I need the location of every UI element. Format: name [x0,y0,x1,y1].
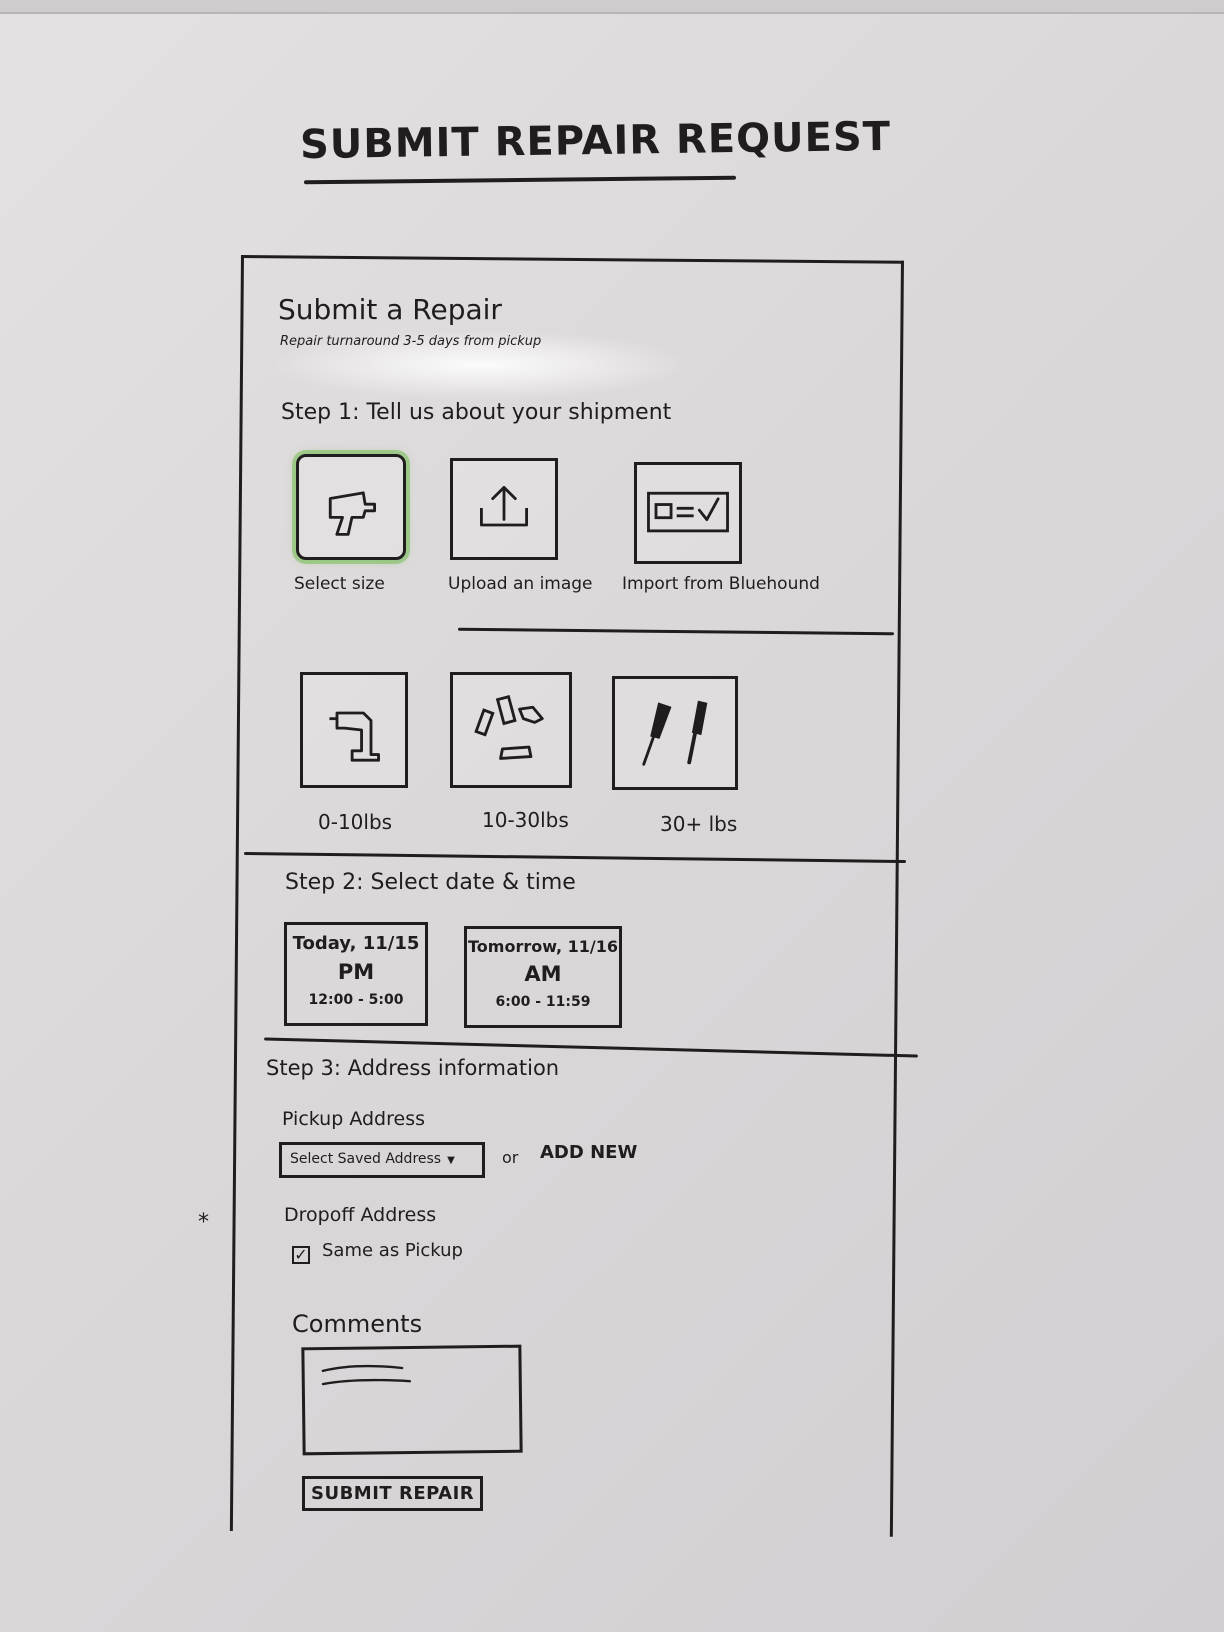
method-label-select-size: Select size [294,574,385,594]
time-slot-today[interactable]: Today, 11/15 PM 12:00 - 5:00 [284,922,428,1026]
time-slot-period: PM [337,960,375,984]
time-slot-day: Tomorrow, 11/16 [468,937,618,956]
size-0-10-tile[interactable] [300,672,408,788]
whiteboard-glare [270,330,690,400]
chevron-down-icon: ▼ [447,1155,455,1166]
size-30-plus-tile[interactable] [612,676,738,790]
add-new-address-link[interactable]: ADD NEW [540,1142,638,1163]
margin-asterisk: * [198,1210,209,1235]
board-title-underline [303,175,737,185]
pickup-address-label: Pickup Address [282,1108,425,1130]
method-label-upload-image: Upload an image [448,574,593,594]
saved-address-select-value: Select Saved Address [290,1151,442,1167]
method-import-tile[interactable] [634,462,742,564]
time-slot-day: Today, 11/15 [292,933,420,954]
size-10-30-tile[interactable] [450,672,572,788]
step1-heading: Step 1: Tell us about your shipment [281,400,672,425]
form-frame [229,255,904,1537]
step3-heading: Step 3: Address information [266,1056,560,1080]
text-scribble [321,1364,412,1386]
page-subtitle: Repair turnaround 3-5 days from pickup [280,334,542,349]
import-card-icon [647,491,729,533]
tools-icon [642,700,708,766]
method-select-size-tile[interactable] [296,454,406,560]
step2-heading: Step 2: Select date & time [285,870,576,895]
drill-icon [328,491,376,536]
method-upload-image-tile[interactable] [450,458,558,560]
tool-parts-icon [474,694,544,760]
size-label-0-10: 0-10lbs [318,810,393,834]
time-slot-tomorrow[interactable]: Tomorrow, 11/16 AM 6:00 - 11:59 [464,926,622,1028]
method-label-import: Import from Bluehound [622,574,820,594]
or-text: or [502,1148,519,1167]
time-slot-period: AM [524,962,562,986]
size-label-30-plus: 30+ lbs [660,812,738,836]
comments-textarea[interactable] [301,1344,523,1456]
same-as-pickup-label: Same as Pickup [322,1240,463,1261]
submit-repair-button[interactable]: SUBMIT REPAIR [302,1476,484,1511]
page-title: Submit a Repair [278,293,502,326]
same-as-pickup-checkbox[interactable]: ✓ [292,1246,310,1264]
upload-icon [480,485,528,527]
size-label-10-30: 10-30lbs [482,808,569,832]
saved-address-select[interactable]: Select Saved Address ▼ [279,1142,485,1178]
check-icon: ✓ [294,1245,308,1264]
time-slot-range: 6:00 - 11:59 [495,994,591,1010]
time-slot-range: 12:00 - 5:00 [308,992,404,1008]
drill-icon [329,711,380,762]
dropoff-address-label: Dropoff Address [284,1204,437,1226]
comments-label: Comments [292,1310,423,1338]
board-title: SUBMIT REPAIR REQUEST [299,113,892,169]
whiteboard-edge [0,0,1224,14]
